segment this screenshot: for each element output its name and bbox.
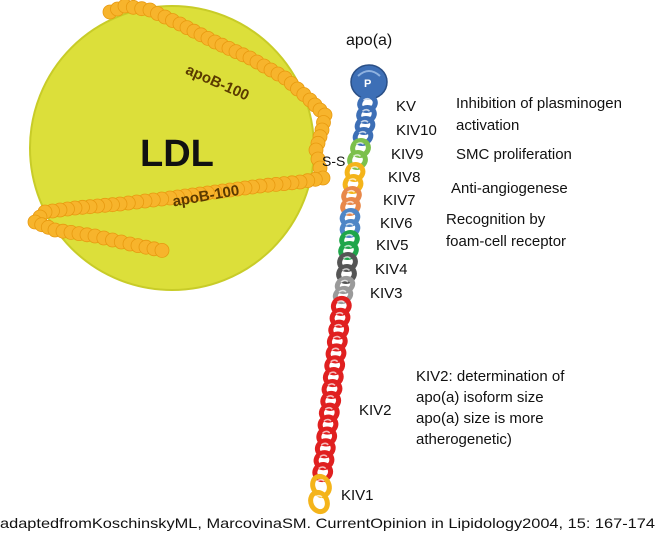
kringle-highlight (318, 466, 327, 470)
disulfide-bond-label: S-S (322, 153, 345, 169)
kringle-highlight (347, 189, 356, 193)
kringle-label-kiv4: KIV4 (375, 261, 408, 278)
protease-label: P (364, 78, 371, 90)
kringle-chain (308, 93, 378, 515)
annotation-kiv2-line4: atherogenetic) (416, 431, 512, 448)
kringle-highlight (356, 142, 365, 146)
kringle-kiv8 (342, 161, 366, 195)
kringle-highlight (316, 478, 325, 482)
kringle-label-kiv7: KIV7 (383, 192, 416, 209)
kringle-highlight (343, 256, 352, 260)
kringle-highlight (334, 323, 343, 327)
kringle-highlight (342, 268, 351, 272)
kringle-highlight (346, 200, 355, 204)
kringle-highlight (348, 178, 357, 182)
kringle-loop (308, 489, 330, 515)
kringle-highlight (326, 395, 335, 398)
kringle-highlight (332, 335, 341, 339)
kringle-highlight (345, 222, 354, 226)
kringle-highlight (344, 244, 353, 248)
kringle-highlight (335, 311, 344, 315)
kringle-highlight (327, 383, 336, 387)
kringle-label-kiv1: KIV1 (341, 487, 374, 504)
annotation-kiv6-line1: Recognition by (446, 211, 546, 228)
kringle-label-kv: KV (396, 98, 416, 115)
annotation-kiv9: SMC proliferation (456, 146, 572, 163)
kringle-highlight (323, 418, 332, 422)
kringle-highlight (322, 430, 331, 434)
annotation-kv-line1: Inhibition of plasminogen (456, 95, 622, 112)
annotation-kiv2-line3: apo(a) size is more (416, 410, 544, 427)
kringle-label-kiv5: KIV5 (376, 237, 409, 254)
kringle-highlight (320, 442, 329, 446)
ldl-label: LDL (140, 133, 214, 175)
kringle-highlight (338, 289, 347, 293)
annotation-kiv2-line1: KIV2: determination of (416, 368, 565, 385)
function-annotations: Inhibition of plasminogen activation SMC… (416, 95, 622, 448)
kringle-highlight (319, 454, 328, 458)
kringle-kiv2 (312, 295, 352, 483)
apob-100-chain (27, 0, 333, 258)
kringle-highlight (350, 166, 359, 170)
annotation-kiv2-line2: apo(a) isoform size (416, 389, 544, 406)
kringle-highlight (360, 119, 369, 123)
kringle-highlight (362, 108, 371, 112)
kringle-highlight (314, 494, 323, 498)
kringle-highlight (324, 406, 333, 410)
kringle-highlight (358, 130, 367, 134)
citation: adaptedfromKoschinskyML, MarcovinaSM. Cu… (0, 515, 655, 531)
kringle-highlight (345, 211, 354, 215)
apob-bead (154, 242, 170, 258)
kringle-labels: KV KIV10 KIV9 KIV8 KIV7 KIV6 KIV5 KIV4 K… (341, 98, 437, 504)
kringle-label-kiv3: KIV3 (370, 285, 403, 302)
kringle-highlight (336, 300, 345, 304)
annotation-kv-line2: activation (456, 117, 519, 134)
kringle-highlight (340, 279, 349, 283)
kringle-highlight (345, 233, 354, 237)
annotation-kiv6-line2: foam-cell receptor (446, 233, 566, 250)
protease-domain: P (350, 64, 388, 100)
annotation-kiv7: Anti-angiogenese (451, 180, 568, 197)
kringle-highlight (363, 97, 372, 101)
kringle-label-kiv9: KIV9 (391, 146, 424, 163)
kringle-highlight (330, 359, 339, 363)
kringle-label-kiv8: KIV8 (388, 169, 421, 186)
kringle-highlight (331, 347, 340, 351)
kringle-label-kiv10: KIV10 (396, 122, 437, 139)
apoa-label: apo(a) (346, 32, 392, 49)
kringle-kiv1 (308, 473, 332, 515)
kringle-label-kiv6: KIV6 (380, 215, 413, 232)
kringle-highlight (353, 154, 362, 158)
kringle-label-kiv2: KIV2 (359, 402, 392, 419)
kringle-highlight (328, 371, 337, 375)
